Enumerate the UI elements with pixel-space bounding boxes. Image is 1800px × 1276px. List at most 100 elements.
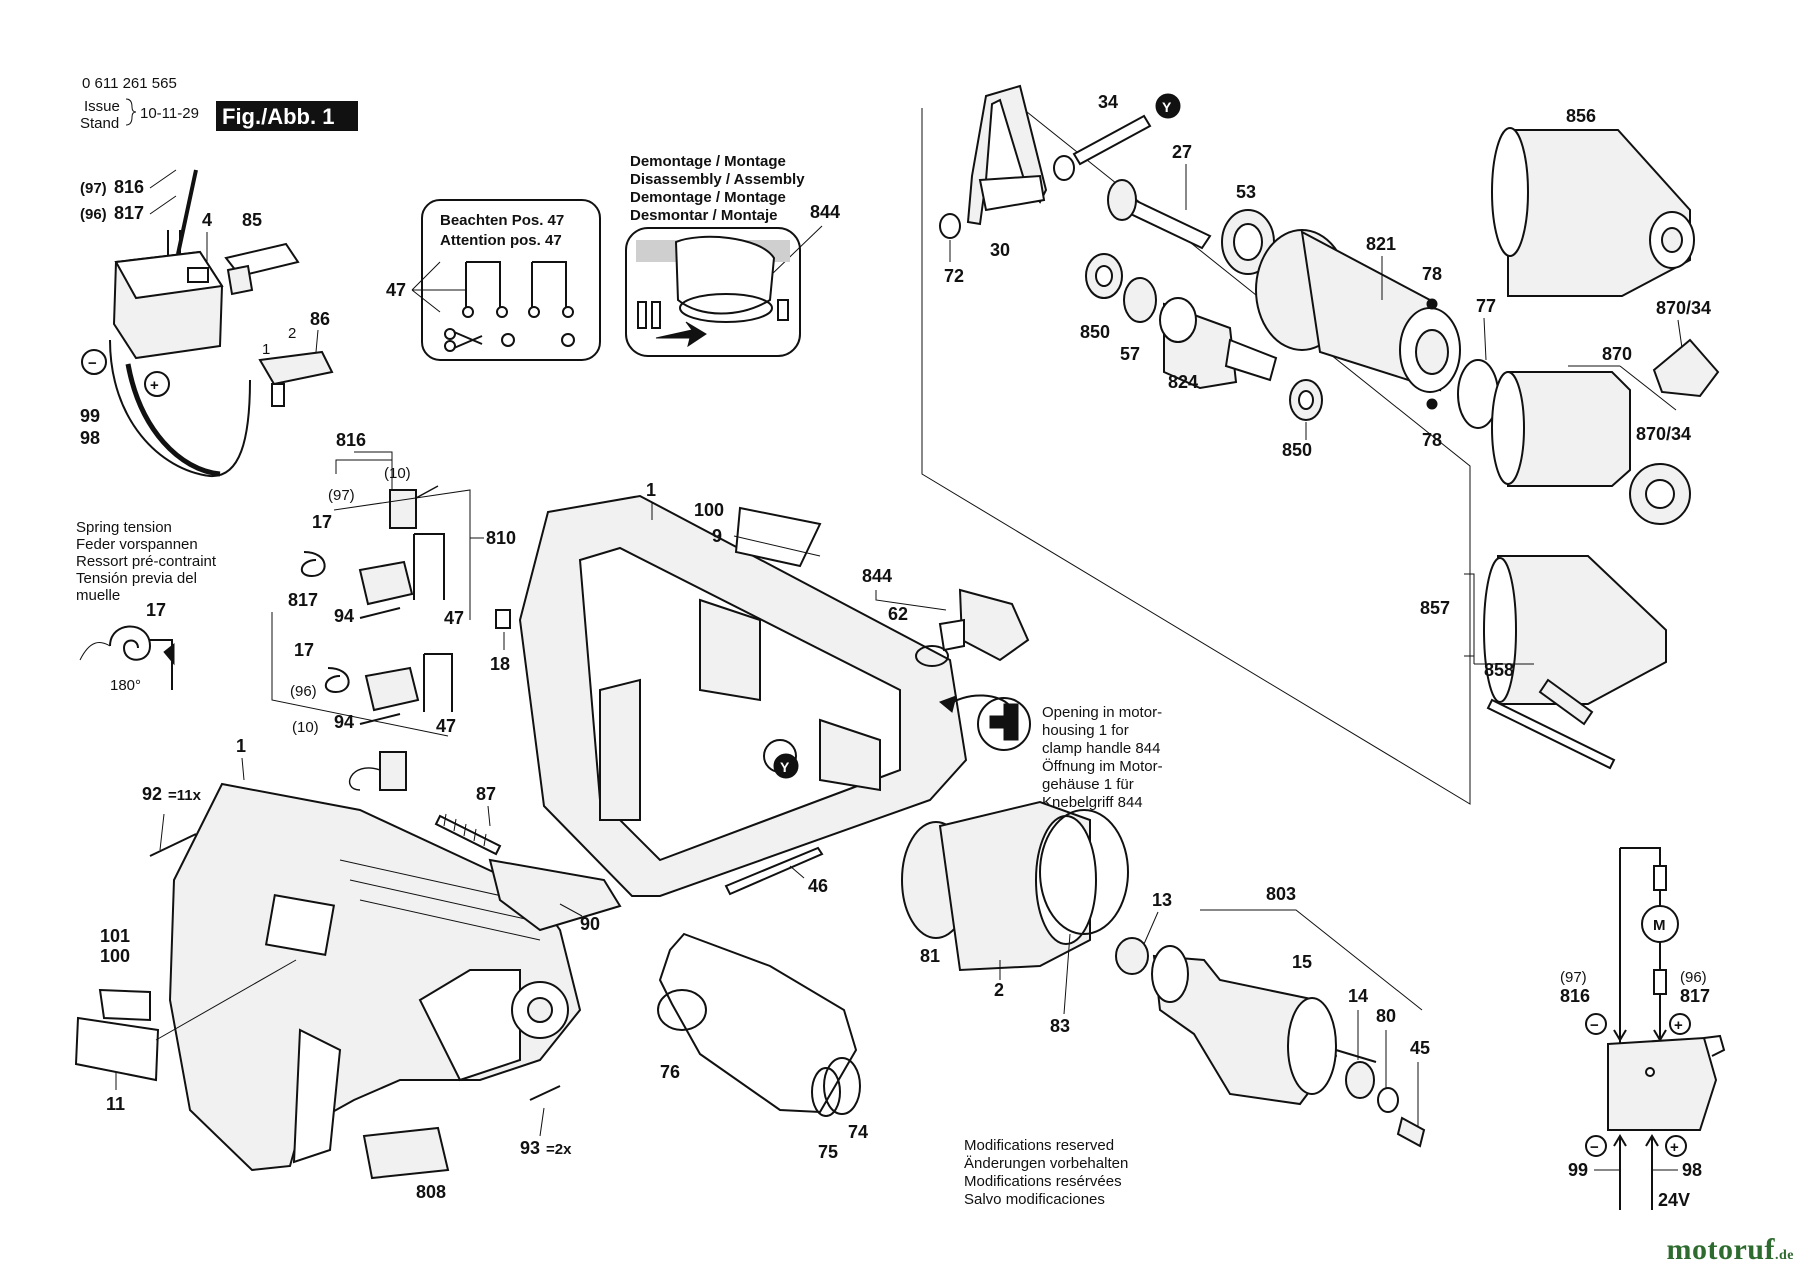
label-96-b: (96) bbox=[290, 683, 317, 700]
opening-line4: Öffnung im Motor- bbox=[1042, 757, 1163, 775]
schem-label-816: 816 bbox=[1560, 986, 1590, 1006]
ball-78-b bbox=[1426, 398, 1438, 410]
watermark-tld: .de bbox=[1775, 1248, 1794, 1263]
demontage-line4: Desmontar / Montaje bbox=[630, 207, 778, 224]
label-86: 86 bbox=[310, 309, 330, 329]
label-803: 803 bbox=[1266, 884, 1296, 904]
screw-94-a bbox=[359, 607, 401, 619]
note-pos47: Beachten Pos. 47 Attention pos. 47 47 bbox=[386, 199, 601, 361]
label-94-a: 94 bbox=[334, 606, 354, 626]
label-34: 34 bbox=[1098, 92, 1118, 112]
note-pos47-line2: Attention pos. 47 bbox=[440, 232, 562, 249]
demontage-line2: Disassembly / Assembly bbox=[630, 171, 805, 188]
note-pos47-line1: Beachten Pos. 47 bbox=[440, 212, 564, 229]
label-57: 57 bbox=[1120, 344, 1140, 364]
label-870: 870 bbox=[1602, 344, 1632, 364]
spring-note: Spring tension Feder vorspannen Ressort … bbox=[76, 519, 217, 694]
issue-label: Issue bbox=[84, 98, 120, 115]
clamp-ring bbox=[679, 293, 773, 323]
mod-line2: Änderungen vorbehalten bbox=[964, 1155, 1128, 1172]
label-plate-101 bbox=[98, 988, 151, 1022]
seal-74 bbox=[823, 1057, 861, 1115]
clip-47-b bbox=[423, 653, 453, 712]
label-870-34-b: 870/34 bbox=[1636, 424, 1691, 444]
spring-17-b bbox=[325, 667, 350, 694]
spring-line5: muelle bbox=[76, 587, 120, 604]
bracket-810 bbox=[333, 489, 471, 620]
label-817: 817 bbox=[114, 203, 144, 223]
leader-844-top bbox=[769, 225, 823, 277]
bearing-57 bbox=[1123, 277, 1157, 323]
opening-line6: Knebelgriff 844 bbox=[1042, 794, 1143, 811]
spring-line4: Tensión previa del bbox=[76, 570, 197, 587]
screw-93 bbox=[529, 1085, 561, 1101]
schematic-resistor-bottom bbox=[1653, 969, 1667, 995]
label-93-qty: =2x bbox=[546, 1141, 572, 1158]
minus-sign: − bbox=[88, 355, 97, 372]
gasket-76-loop bbox=[657, 989, 707, 1031]
ring-34 bbox=[1053, 155, 1075, 181]
schem-label-99: 99 bbox=[1568, 1160, 1588, 1180]
demontage-frame bbox=[625, 227, 801, 357]
label-9: 9 bbox=[712, 526, 722, 546]
label-17-a: 17 bbox=[312, 512, 332, 532]
pinion-45 bbox=[1396, 1116, 1426, 1148]
brush-10-a bbox=[389, 489, 417, 529]
terminal-block-86 bbox=[258, 350, 334, 386]
spring-angle: 180° bbox=[110, 677, 141, 694]
minus-icon bbox=[81, 349, 107, 375]
label-plate-808 bbox=[362, 1126, 450, 1180]
motor-housing-group: 1 100 9 18 Y 844 62 Opening in motor- ho… bbox=[490, 480, 1163, 897]
opening-line1: Opening in motor- bbox=[1042, 704, 1162, 721]
label-824: 824 bbox=[1168, 372, 1198, 392]
clamp-knob-844 bbox=[958, 588, 1030, 662]
label-100-b: 100 bbox=[100, 946, 130, 966]
label-80: 80 bbox=[1376, 1006, 1396, 1026]
spring-17-a bbox=[301, 551, 326, 578]
label-92: 92 bbox=[142, 784, 162, 804]
washer-72 bbox=[939, 213, 961, 239]
opening-line2: housing 1 for bbox=[1042, 722, 1129, 739]
label-78-b: 78 bbox=[1422, 430, 1442, 450]
spring-line3: Ressort pré-contraint bbox=[76, 553, 217, 570]
label-75: 75 bbox=[818, 1142, 838, 1162]
switch-group: (97) 816 (96) 817 4 85 86 2 1 − + 99 98 bbox=[80, 169, 334, 478]
svg-text:+: + bbox=[1670, 1139, 1679, 1156]
header-brace bbox=[125, 98, 137, 126]
scissors-icon bbox=[444, 328, 483, 352]
slider-90 bbox=[488, 858, 622, 932]
brush-group: 816 (10) (97) 17 810 94 47 817 17 (96) 9… bbox=[271, 430, 516, 791]
label-47-b: 47 bbox=[444, 608, 464, 628]
wiring-schematic: M (97) 816 (96) 817 − + − + 99 98 24V bbox=[1560, 847, 1726, 1210]
label-72: 72 bbox=[944, 266, 964, 286]
label-97-b: (97) bbox=[328, 487, 355, 504]
label-858: 858 bbox=[1484, 660, 1514, 680]
cable-98 bbox=[109, 339, 251, 478]
ball-78-a bbox=[1426, 298, 1438, 310]
wire-2-label: 2 bbox=[288, 325, 296, 342]
label-85: 85 bbox=[242, 210, 262, 230]
label-816-b: 816 bbox=[336, 430, 366, 450]
key-858 bbox=[1486, 698, 1616, 770]
label-844-top: 844 bbox=[810, 202, 840, 222]
terminal-86-clip bbox=[271, 383, 285, 407]
label-101: 101 bbox=[100, 926, 130, 946]
opening-line3: clamp handle 844 bbox=[1042, 740, 1160, 757]
label-90: 90 bbox=[580, 914, 600, 934]
clamp-knob bbox=[674, 235, 776, 315]
seal-75 bbox=[811, 1067, 841, 1117]
svg-text:−: − bbox=[1590, 1017, 1599, 1034]
switch-top bbox=[114, 250, 224, 300]
leader-47 bbox=[411, 261, 466, 313]
gearbox-group: 30 72 34 Y 27 53 850 57 824 850 bbox=[939, 84, 1499, 460]
label-47: 47 bbox=[386, 280, 406, 300]
label-76: 76 bbox=[660, 1062, 680, 1082]
screw-94-b bbox=[359, 713, 401, 725]
marker-y-top bbox=[1155, 93, 1181, 119]
figure-badge-bg bbox=[216, 101, 358, 131]
chuck-857 bbox=[1497, 555, 1667, 705]
modifications-note: Modifications reserved Änderungen vorbeh… bbox=[964, 1137, 1128, 1208]
label-99: 99 bbox=[80, 406, 100, 426]
slider-group: 87 90 46 bbox=[434, 784, 828, 934]
label-47-c: 47 bbox=[436, 716, 456, 736]
